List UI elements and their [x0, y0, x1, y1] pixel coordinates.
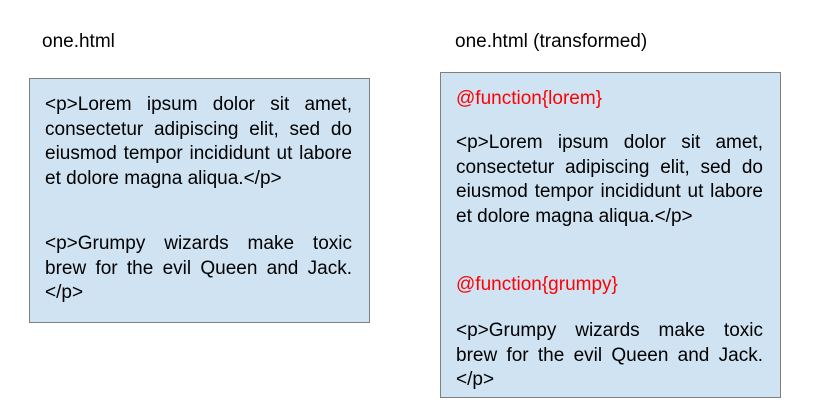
original-paragraph-lorem: <p>Lorem ipsum dolor sit amet, consectet…: [45, 94, 352, 189]
transformed-paragraph-lorem: <p>Lorem ipsum dolor sit amet, consectet…: [456, 132, 763, 227]
function-marker-grumpy: @function{grumpy}: [456, 274, 618, 295]
function-marker-lorem: @function{lorem}: [456, 88, 603, 109]
original-file-box: <p>Lorem ipsum dolor sit amet, consectet…: [29, 78, 370, 323]
transformed-paragraph-grumpy: <p>Grumpy wizards make toxic brew for th…: [456, 320, 763, 390]
original-paragraph-grumpy: <p>Grumpy wizards make toxic brew for th…: [45, 233, 352, 303]
transformed-file-title: one.html (transformed): [455, 31, 648, 52]
transformed-file-box: @function{lorem} <p>Lorem ipsum dolor si…: [440, 72, 781, 398]
original-file-title: one.html: [42, 31, 115, 52]
